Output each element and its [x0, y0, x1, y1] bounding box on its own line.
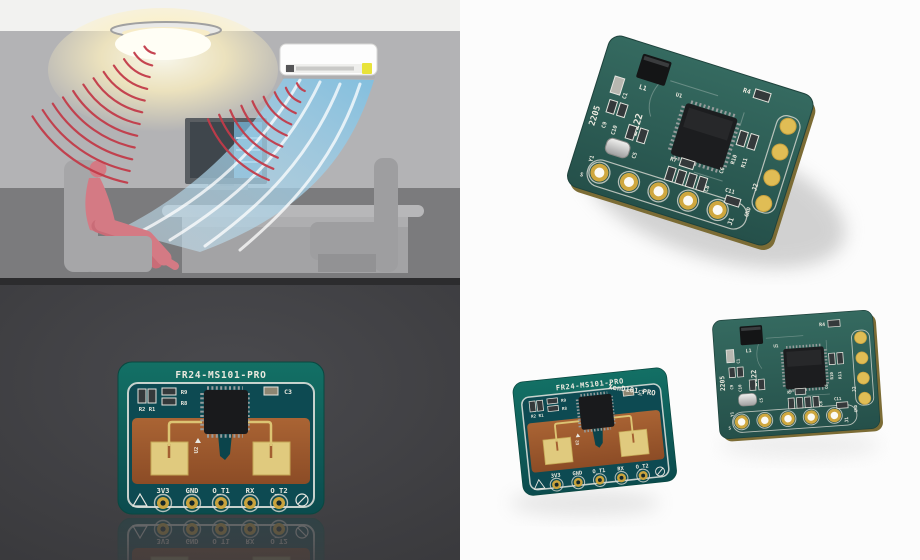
svg-text:R1: R1: [149, 407, 156, 413]
panel-board-back-photo: L1 2205 C1 2122 U1 R4 R10 R11: [460, 0, 920, 285]
svg-text:R11: R11: [741, 157, 750, 169]
ac-display: [286, 65, 294, 72]
shadow-left-board: [510, 490, 660, 516]
svg-text:R9: R9: [181, 390, 188, 396]
svg-text:GND: GND: [186, 486, 199, 495]
pcb-back-large: L1 2205 C1 2122 U1 R4 R10 R11: [567, 35, 816, 251]
pcb-front-angled: XenD101_PRO: [510, 365, 679, 498]
svg-text:S: S: [579, 172, 584, 179]
radar-chip: [204, 390, 248, 434]
svg-text:O_T1: O_T1: [212, 486, 229, 495]
antenna-feed-left: [167, 420, 202, 446]
capacitor: [609, 75, 626, 96]
svg-text:U2: U2: [194, 447, 200, 454]
svg-text:Y1: Y1: [588, 154, 596, 163]
ceiling-light: [48, 8, 278, 132]
antenna-feed-right: [248, 420, 273, 446]
light-glow: [48, 8, 278, 132]
svg-text:J1: J1: [726, 216, 736, 226]
svg-text:L1: L1: [638, 83, 648, 93]
svg-text:C1: C1: [622, 91, 630, 100]
panel-board-front-photo: FR24-MS101-PRO U2: [0, 285, 460, 560]
svg-text:C5: C5: [631, 152, 639, 160]
board-reflection: [116, 516, 326, 560]
esd-logo: [131, 492, 149, 507]
baseboard: [0, 278, 460, 285]
board-back-svg: L1 2205 C1 2122 U1 R4 R10 R11: [567, 35, 846, 269]
svg-text:O_T2: O_T2: [270, 486, 287, 495]
through-holes: [153, 493, 289, 513]
svg-text:C11: C11: [724, 187, 736, 196]
svg-text:C3: C3: [284, 388, 292, 396]
edge-pads: [755, 117, 797, 213]
armchair-seat: [86, 236, 152, 272]
svg-text:R8: R8: [181, 401, 188, 407]
side-chair: [310, 158, 398, 272]
radar-waves-from-light: [31, 45, 156, 184]
ac-indicator: [362, 63, 372, 74]
svg-text:R10: R10: [730, 154, 739, 165]
panel-illustration: [0, 0, 460, 285]
pbfree-logo: [295, 493, 309, 507]
svg-text:R7: R7: [669, 156, 677, 164]
crystal-oscillator: [604, 137, 631, 159]
chip-feed-tail: [218, 434, 232, 460]
light-core: [115, 28, 211, 60]
two-boards-svg: XenD101_PRO: [510, 308, 885, 516]
radar-waves-from-ac: [206, 82, 306, 182]
svg-text:C10: C10: [610, 125, 619, 136]
pin-labels: 3V3 GND O_T1 RX O_T2: [157, 486, 288, 495]
svg-text:3V3: 3V3: [157, 486, 170, 495]
pcb-front-large: FR24-MS101-PRO U2: [117, 361, 325, 515]
svg-text:C9: C9: [601, 121, 609, 129]
radar-chip: [671, 103, 738, 170]
ac-vent: [296, 66, 354, 71]
through-holes: [588, 161, 729, 222]
svg-text:J2: J2: [750, 182, 760, 192]
svg-text:R4: R4: [742, 86, 752, 96]
air-conditioner: [279, 43, 378, 79]
pcb-back-small: [710, 308, 885, 444]
board-front-svg: FR24-MS101-PRO U2: [0, 285, 460, 560]
svg-text:U1: U1: [675, 92, 684, 100]
board-title: FR24-MS101-PRO: [175, 370, 266, 381]
person-on-armchair: [64, 160, 179, 272]
svg-text:C6: C6: [719, 166, 727, 175]
svg-text:RX: RX: [246, 486, 255, 495]
svg-text:R2: R2: [139, 407, 146, 413]
svg-text:C8: C8: [704, 185, 712, 193]
illustration-svg: [0, 0, 460, 285]
svg-text:GND: GND: [744, 206, 753, 218]
panel-two-boards-photo: XenD101_PRO: [460, 285, 920, 560]
